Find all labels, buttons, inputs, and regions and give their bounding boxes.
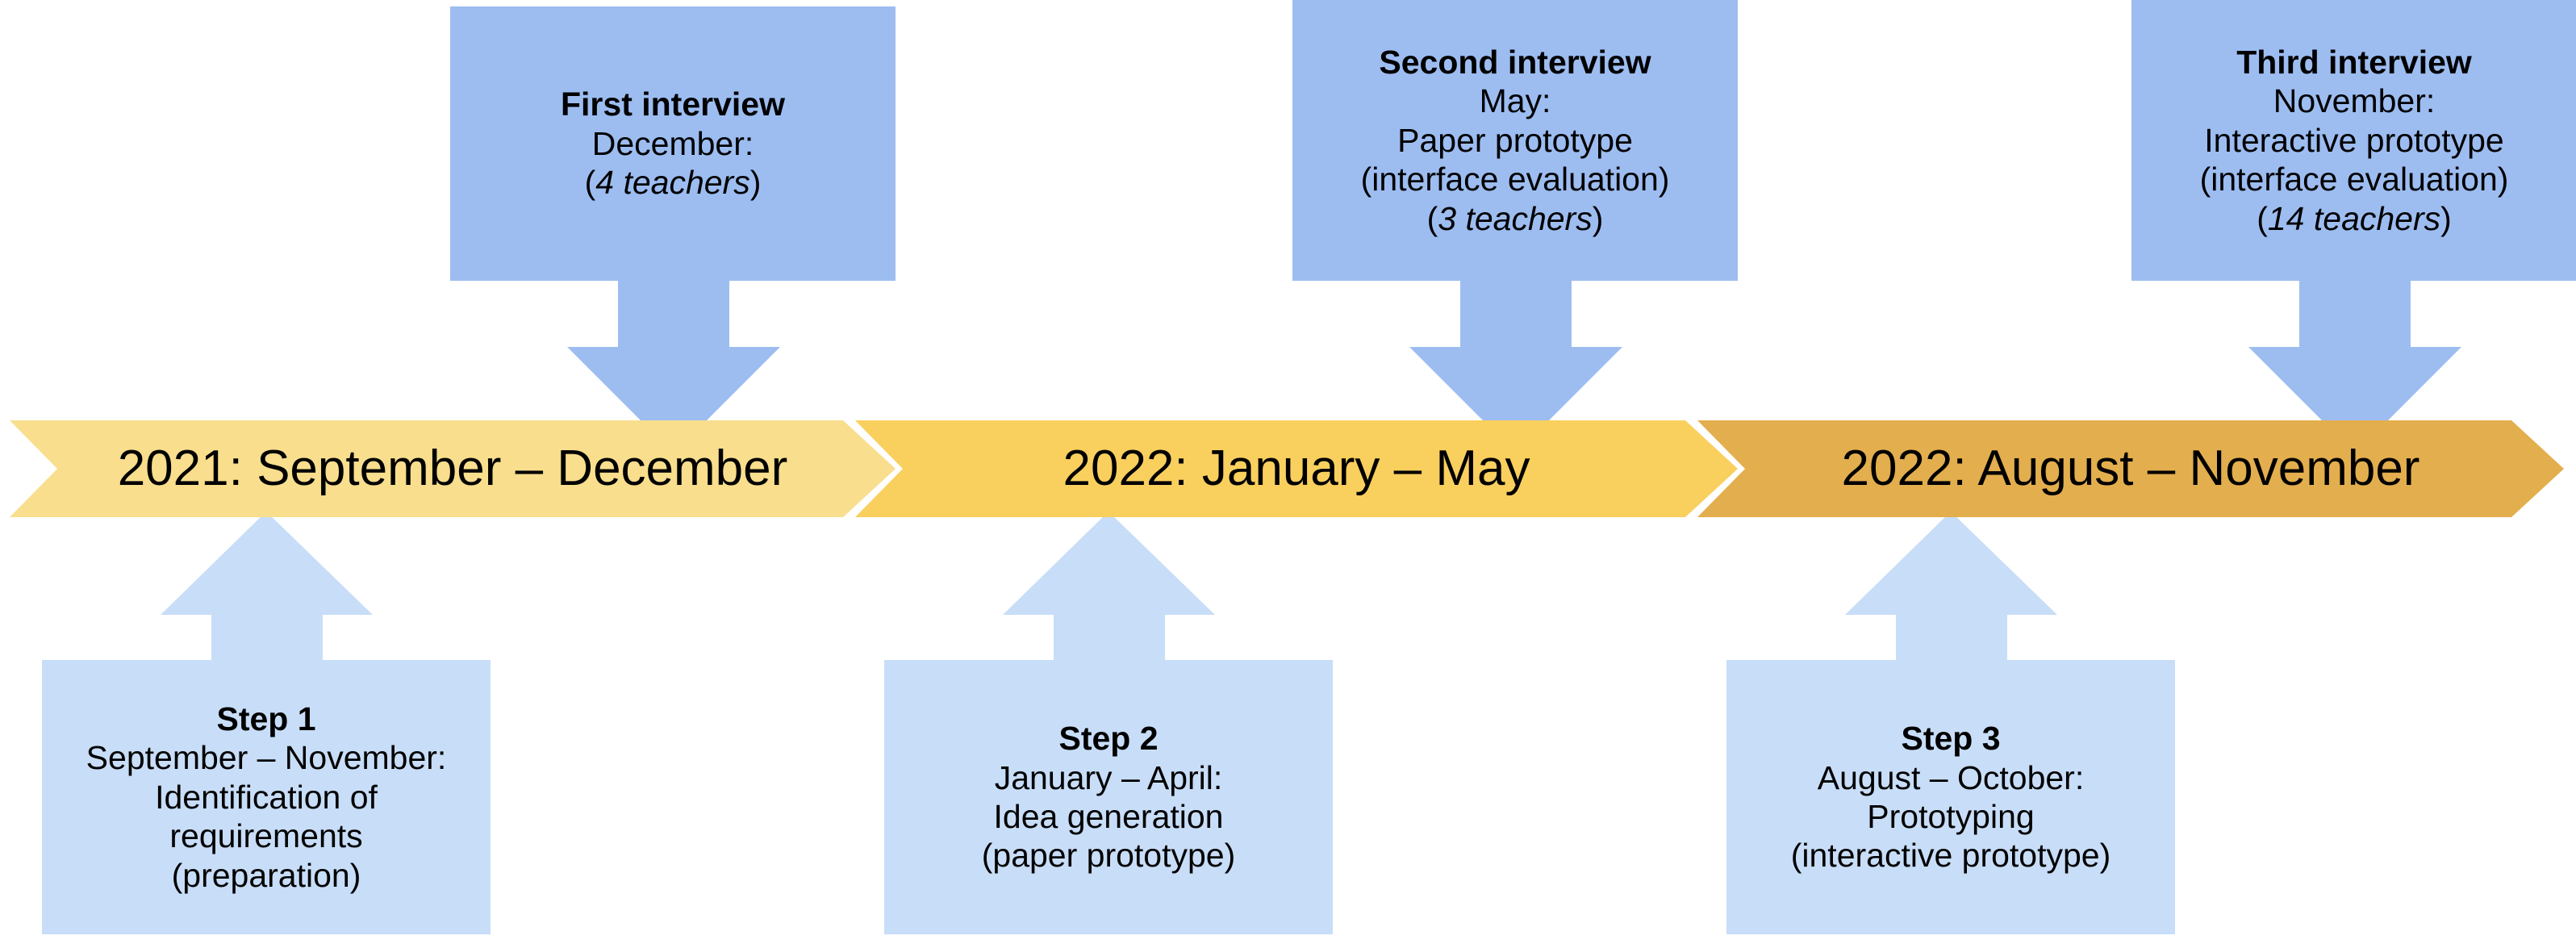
interview-third-participants: (14 teachers) <box>2257 199 2452 237</box>
interview-third-artifact: Interactive prototype <box>2204 121 2504 159</box>
interview-second-date: May: <box>1479 82 1551 120</box>
arrow-up-step-3 <box>1845 512 2057 660</box>
interview-first-date: December: <box>591 124 754 162</box>
timeline-phase-2-label: 2022: January – May <box>1063 441 1530 496</box>
step-box-2: Step 2 January – April: Idea generation … <box>884 660 1333 934</box>
timeline-phase-1-chevron <box>10 420 896 517</box>
step-2-title: Step 2 <box>1058 720 1159 758</box>
arrow-down-third-interview <box>2248 281 2461 453</box>
interview-second-artifact: Paper prototype <box>1397 121 1633 159</box>
timeline-phase-1-label: 2021: September – December <box>117 441 788 496</box>
interview-box-first: First interview December: (4 teachers) <box>450 6 896 281</box>
timeline-phase-3-chevron <box>1697 420 2564 517</box>
step-box-1: Step 1 September – November: Identificat… <box>42 660 491 934</box>
timeline-phase-3-label: 2022: August – November <box>1841 441 2420 496</box>
step-box-3: Step 3 August – October: Prototyping (in… <box>1726 660 2175 934</box>
interview-first-title: First interview <box>561 86 785 123</box>
step-1-period: September – November: <box>86 739 447 777</box>
interview-third-purpose: (interface evaluation) <box>2199 161 2509 198</box>
step-3-title: Step 3 <box>1901 720 2001 758</box>
interview-first-participants: (4 teachers) <box>584 164 762 202</box>
step-1-activity-a: Identification of <box>155 778 378 816</box>
step-1-note: (preparation) <box>171 856 361 894</box>
interview-second-title: Second interview <box>1379 44 1651 81</box>
interview-box-second: Second interview May: Paper prototype (i… <box>1292 0 1738 281</box>
arrow-up-step-1 <box>161 512 373 660</box>
step-3-note: (interactive prototype) <box>1790 837 2111 875</box>
arrow-down-second-interview <box>1409 281 1622 453</box>
interview-second-participants: (3 teachers) <box>1426 199 1604 237</box>
step-1-title: Step 1 <box>216 700 316 738</box>
step-2-activity: Idea generation <box>993 798 1224 835</box>
step-3-activity: Prototyping <box>1867 798 2035 835</box>
step-2-note: (paper prototype) <box>981 837 1236 875</box>
interview-box-third: Third interview November: Interactive pr… <box>2131 0 2576 281</box>
interview-third-date: November: <box>2273 82 2436 120</box>
timeline-phase-2-chevron <box>855 420 1738 517</box>
step-2-period: January – April: <box>994 758 1223 796</box>
interview-third-title: Third interview <box>2236 44 2472 81</box>
step-1-activity-b: requirements <box>169 817 363 855</box>
arrow-down-first-interview <box>567 281 780 453</box>
step-3-period: August – October: <box>1817 758 2085 796</box>
arrow-up-step-2 <box>1003 512 1215 660</box>
interview-second-purpose: (interface evaluation) <box>1360 161 1670 198</box>
